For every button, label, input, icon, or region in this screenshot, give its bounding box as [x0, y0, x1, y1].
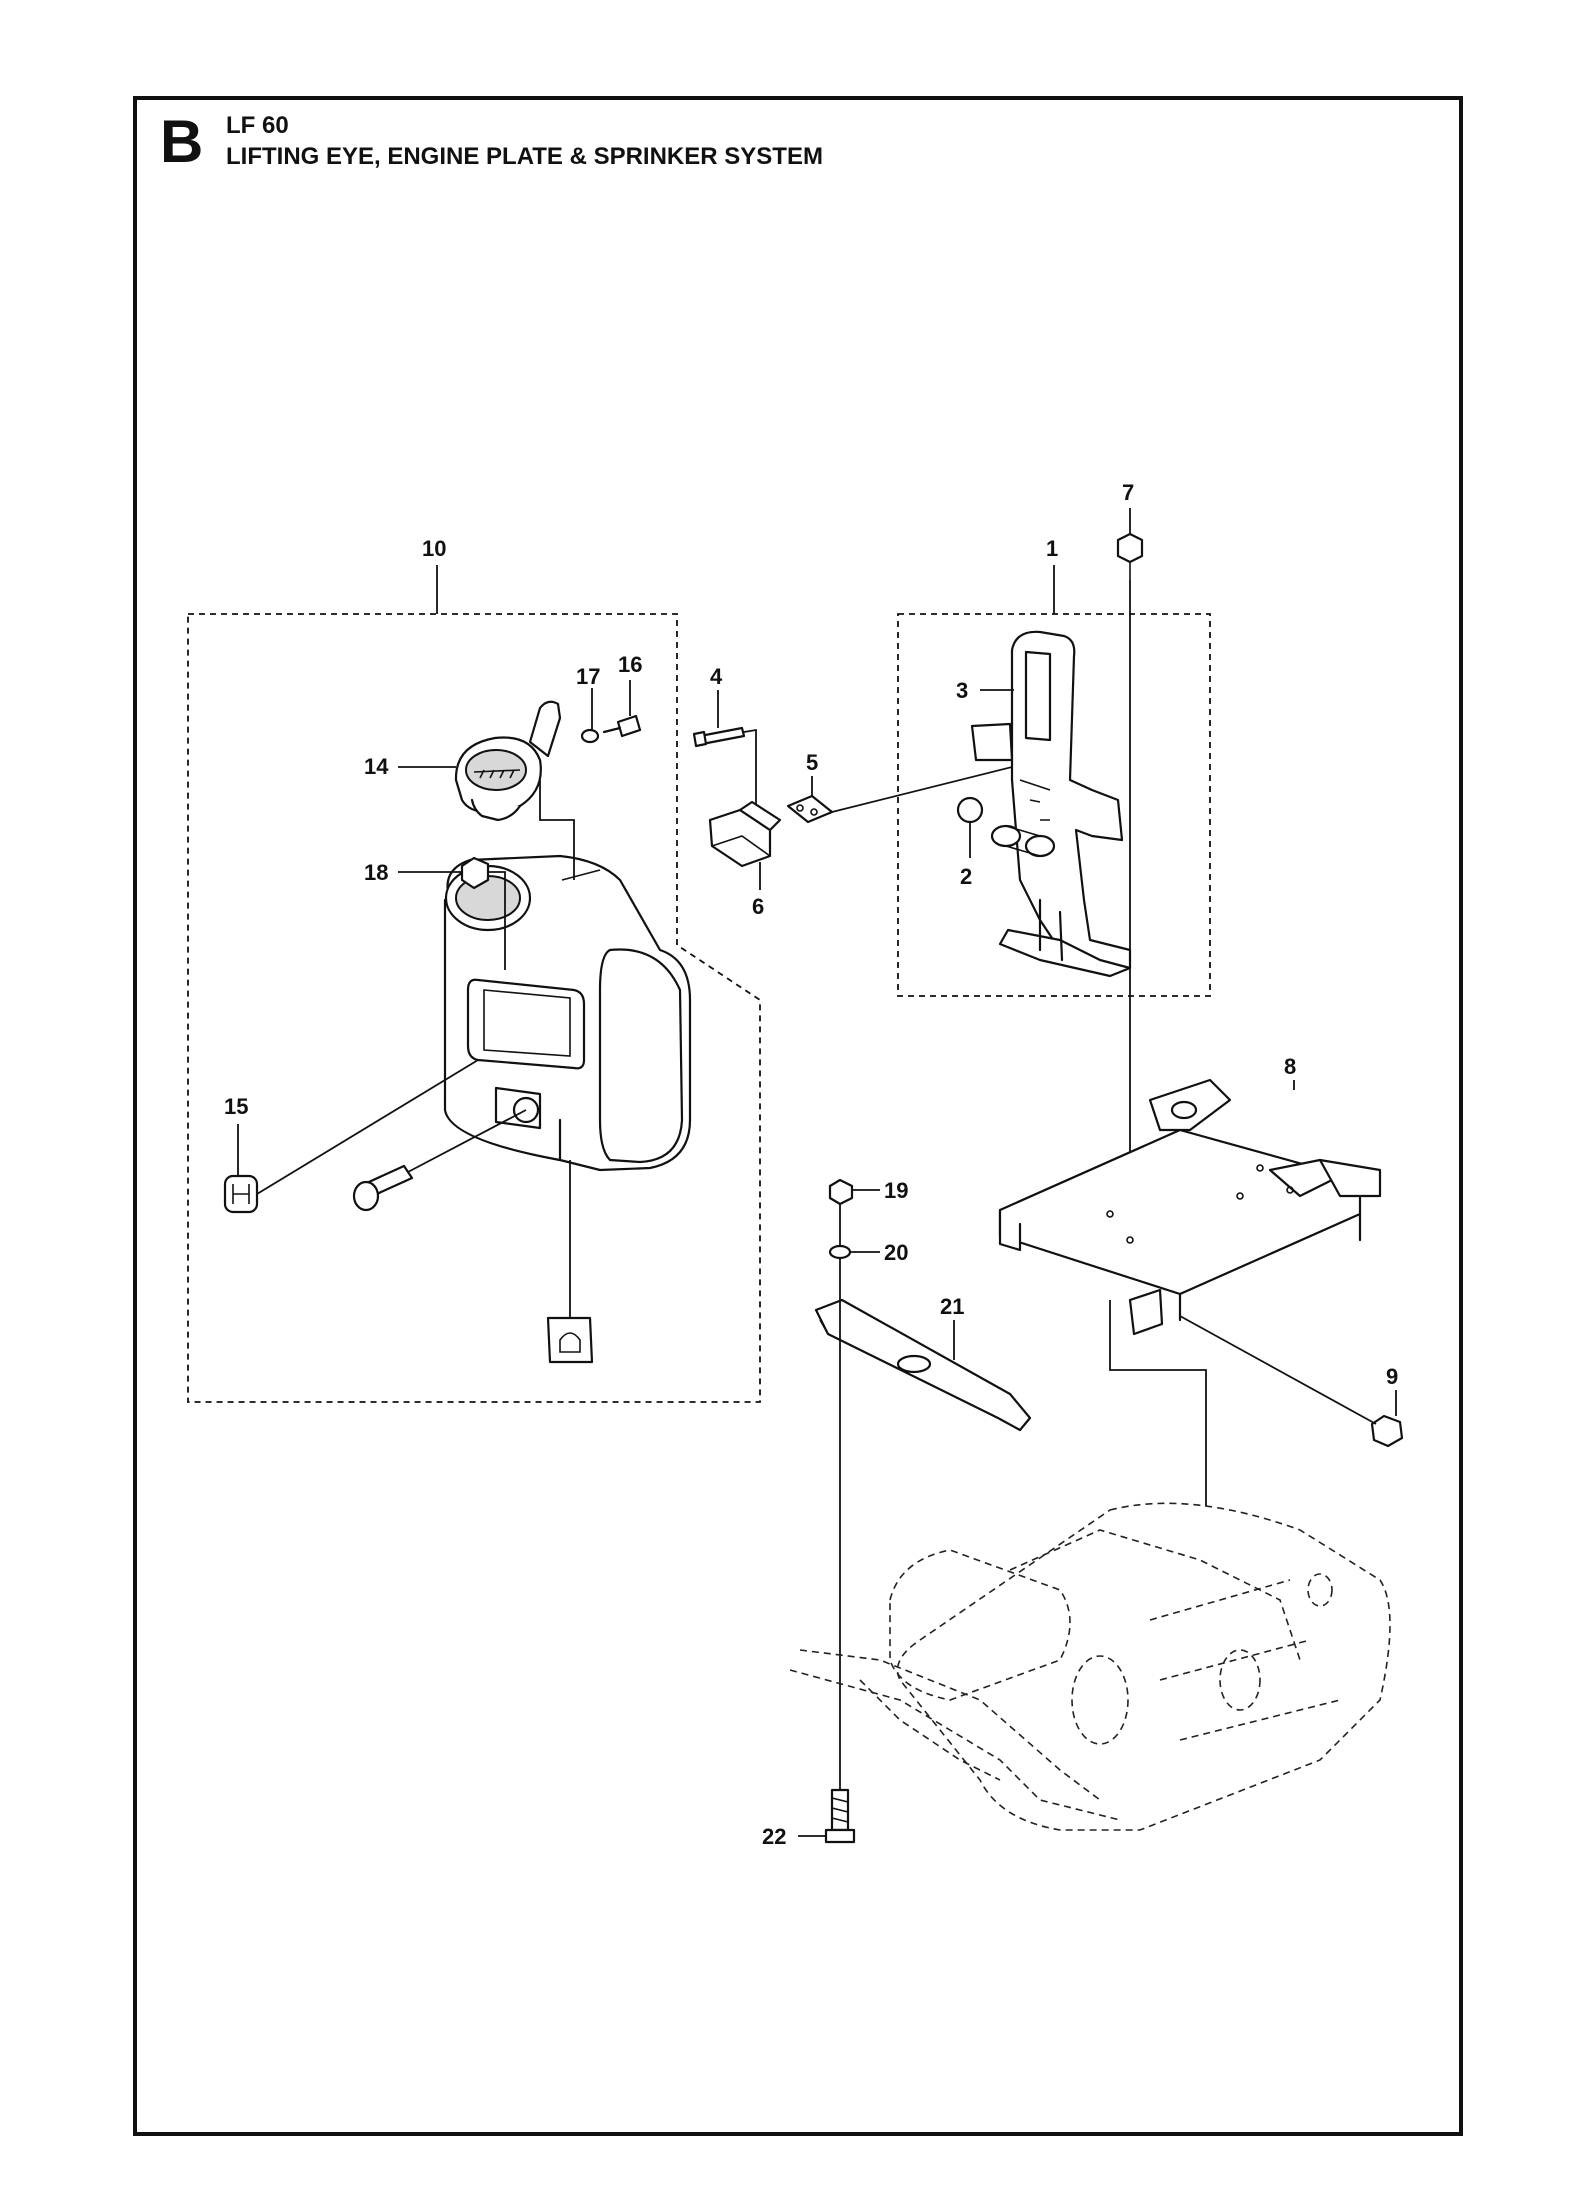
callout-1: 1: [1046, 536, 1058, 561]
washer-17-part: [580, 728, 600, 744]
model-name: LF 60: [226, 112, 289, 139]
screw-16-part: [602, 714, 642, 738]
callout-2: 2: [960, 864, 972, 889]
callout-18: 18: [364, 860, 388, 885]
callout-7: 7: [1122, 480, 1134, 505]
callout-17: 17: [576, 664, 600, 689]
plate-5-part: [786, 794, 834, 824]
clip-part: [546, 1316, 594, 1364]
diagram-title: LIFTING EYE, ENGINE PLATE & SPRINKER SYS…: [226, 143, 823, 170]
badge-15-part: [223, 1174, 259, 1214]
bracket-21-part: [814, 1298, 1032, 1432]
callout-22: 22: [762, 1824, 786, 1849]
callout-5: 5: [806, 750, 818, 775]
water-tank-part: [443, 854, 692, 1172]
page-border: [133, 96, 1463, 2136]
drain-plug-part: [352, 1164, 414, 1212]
callout-19: 19: [884, 1178, 908, 1203]
callout-10: 10: [422, 536, 446, 561]
engine-plate-8-part: [998, 1078, 1382, 1336]
tank-cap-part: [454, 700, 562, 822]
bolt-4-part: [692, 726, 746, 748]
callout-9: 9: [1386, 1364, 1398, 1389]
lifting-eye-3-part: [970, 630, 1132, 978]
callout-4: 4: [710, 664, 723, 689]
nut-18-part: [460, 856, 490, 890]
group-outline-10: [187, 613, 761, 1403]
callout-15: 15: [224, 1094, 248, 1119]
callout-16: 16: [618, 652, 642, 677]
pin-part: [990, 824, 1056, 858]
callout-3: 3: [956, 678, 968, 703]
callout-14: 14: [364, 754, 389, 779]
knob-2-part: [956, 796, 984, 824]
callout-20: 20: [884, 1240, 908, 1265]
bolt-22-part: [824, 1788, 856, 1844]
washer-20-part: [828, 1244, 852, 1260]
callout-6: 6: [752, 894, 764, 919]
bolt-7-part: [1116, 532, 1144, 580]
callout-21: 21: [940, 1294, 964, 1319]
callout-8: 8: [1284, 1054, 1296, 1079]
base-plate-reference: [789, 1502, 1391, 1831]
nut-19-part: [828, 1178, 854, 1206]
section-letter: B: [160, 108, 204, 175]
nut-9-part: [1370, 1414, 1404, 1448]
bracket-6-part: [708, 800, 782, 868]
